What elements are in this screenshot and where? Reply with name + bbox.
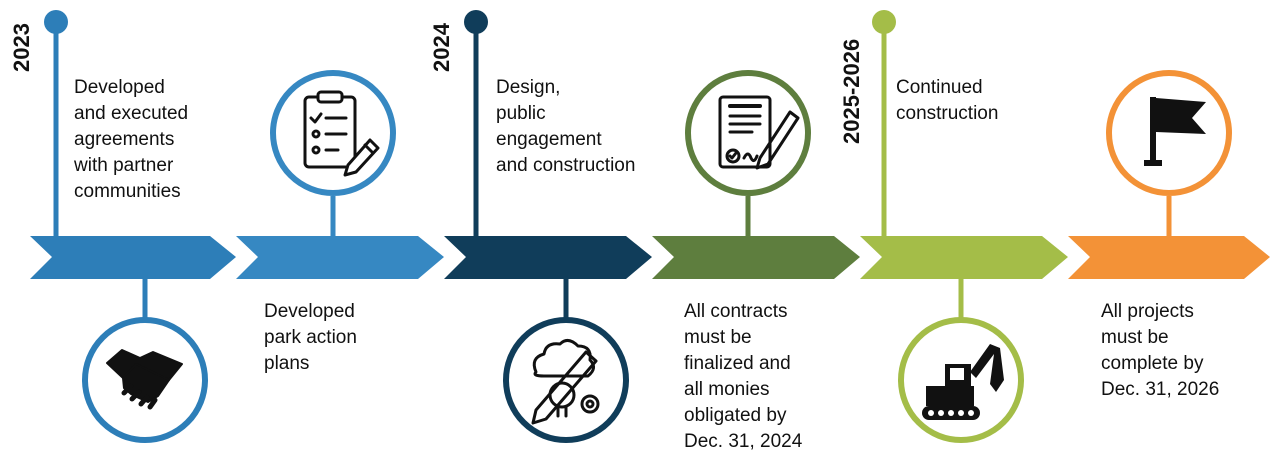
milestone-5-text: Continued construction — [896, 75, 998, 127]
milestone-1-line: Developed — [74, 77, 165, 98]
milestone-1-line: agreements — [74, 129, 175, 150]
timeline-arrow-5 — [860, 236, 1068, 279]
milestone-6-line: Dec. 31, 2026 — [1101, 379, 1220, 400]
milestone-4-line: must be — [684, 327, 752, 348]
milestone-4-text: All contracts must be finalized and all … — [684, 299, 802, 455]
milestone-2-line: park action — [264, 327, 357, 348]
year-label-2025-2026: 2025-2026 — [839, 38, 864, 144]
milestone-1-line: with partner — [74, 155, 174, 176]
milestone-6-line: All projects — [1101, 301, 1194, 322]
milestone-3-line: and construction — [496, 155, 636, 176]
milestone-3-text: Design, public engagement and constructi… — [496, 75, 635, 179]
year-label-2023: 2023 — [9, 23, 34, 72]
milestone-1-text: Developed and executed agreements with p… — [74, 75, 188, 205]
milestone-3-line: public — [496, 103, 546, 124]
milestone-4-line: All contracts — [684, 301, 788, 322]
milestone-1-line: communities — [74, 181, 181, 202]
timeline-arrow-3 — [444, 236, 652, 279]
milestone-3-line: Design, — [496, 77, 561, 98]
milestone-4-line: Dec. 31, 2024 — [684, 431, 803, 452]
timeline-arrow-6 — [1068, 236, 1270, 279]
year-pin-2024 — [464, 10, 488, 238]
excavator-icon — [898, 317, 1024, 443]
milestone-4-line: obligated by — [684, 405, 787, 426]
year-pin-2023 — [44, 10, 68, 238]
milestone-5-line: construction — [896, 103, 999, 124]
year-pin-2025-2026 — [872, 10, 896, 238]
timeline-arrow-4 — [652, 236, 860, 279]
checklist-icon — [270, 70, 396, 196]
milestone-2-line: plans — [264, 353, 310, 374]
timeline-arrow-1 — [30, 236, 236, 279]
milestone-6-text: All projects must be complete by Dec. 31… — [1101, 299, 1219, 403]
milestone-4-line: all monies — [684, 379, 770, 400]
milestone-2-line: Developed — [264, 301, 355, 322]
signed-contract-icon — [685, 70, 811, 196]
milestone-4-line: finalized and — [684, 353, 791, 374]
milestone-6-line: must be — [1101, 327, 1169, 348]
milestone-5-line: Continued — [896, 77, 983, 98]
design-tools-icon — [503, 317, 629, 443]
milestone-3-line: engagement — [496, 129, 602, 150]
timeline-arrow-2 — [236, 236, 444, 279]
milestone-2-text: Developed park action plans — [264, 299, 357, 377]
flag-icon — [1106, 70, 1232, 196]
handshake-icon — [82, 317, 208, 443]
milestone-6-line: complete by — [1101, 353, 1204, 374]
milestone-1-line: and executed — [74, 103, 189, 124]
year-label-2024: 2024 — [429, 23, 454, 72]
